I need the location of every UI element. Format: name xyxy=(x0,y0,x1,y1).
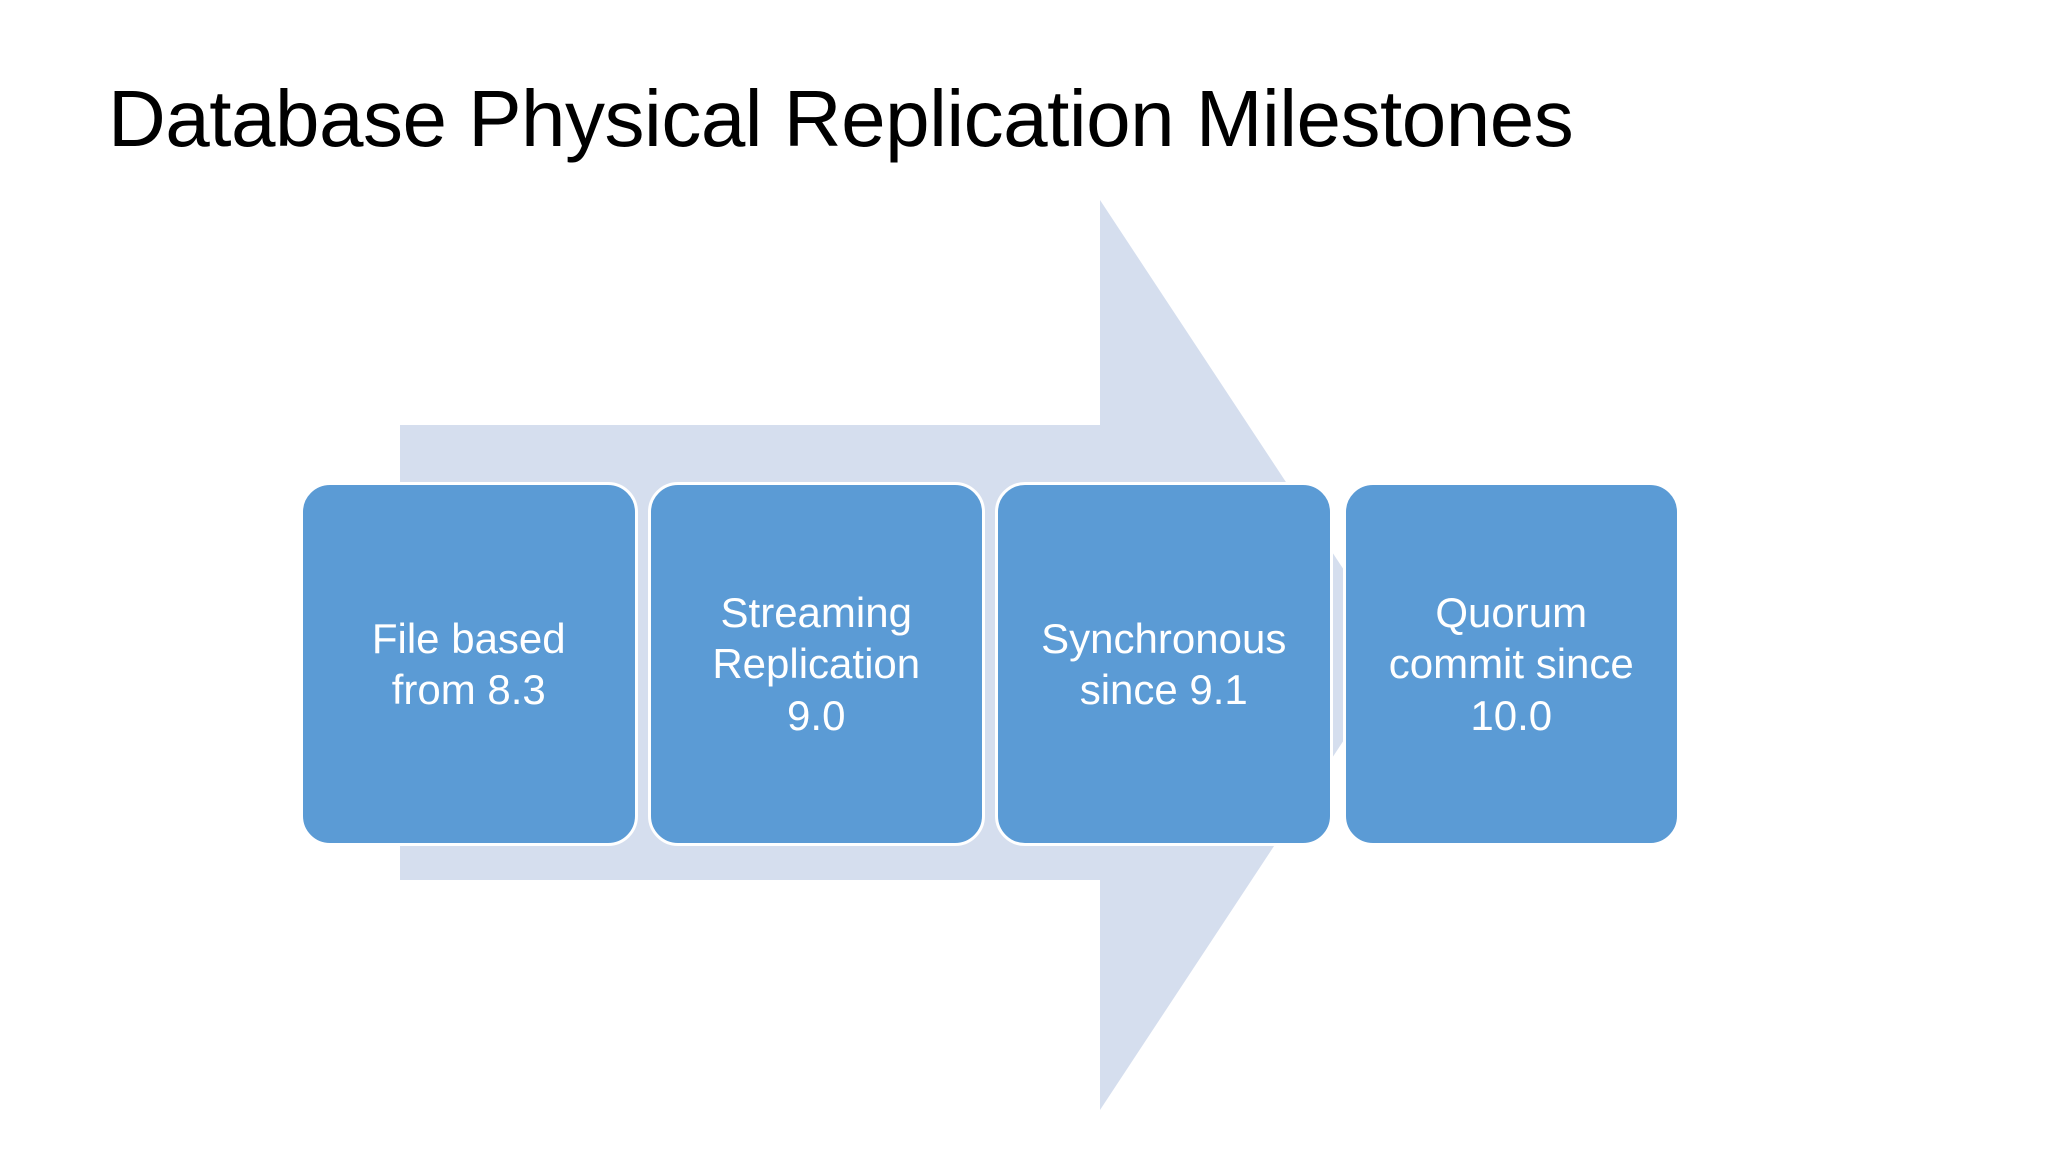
milestone-box-quorum-commit[interactable]: Quorum commit since 10.0 xyxy=(1342,482,1680,846)
milestone-row: File based from 8.3 Streaming Replicatio… xyxy=(300,482,1680,846)
milestone-box-synchronous[interactable]: Synchronous since 9.1 xyxy=(995,482,1333,846)
milestone-label: Quorum commit since 10.0 xyxy=(1388,589,1634,739)
milestone-box-streaming-replication[interactable]: Streaming Replication 9.0 xyxy=(647,482,985,846)
page-title: Database Physical Replication Milestones xyxy=(108,74,1574,163)
milestone-label: Synchronous since 9.1 xyxy=(1041,614,1287,713)
milestone-box-file-based[interactable]: File based from 8.3 xyxy=(300,482,638,846)
milestone-label: File based from 8.3 xyxy=(371,614,566,713)
milestone-label: Streaming Replication 9.0 xyxy=(712,589,921,739)
